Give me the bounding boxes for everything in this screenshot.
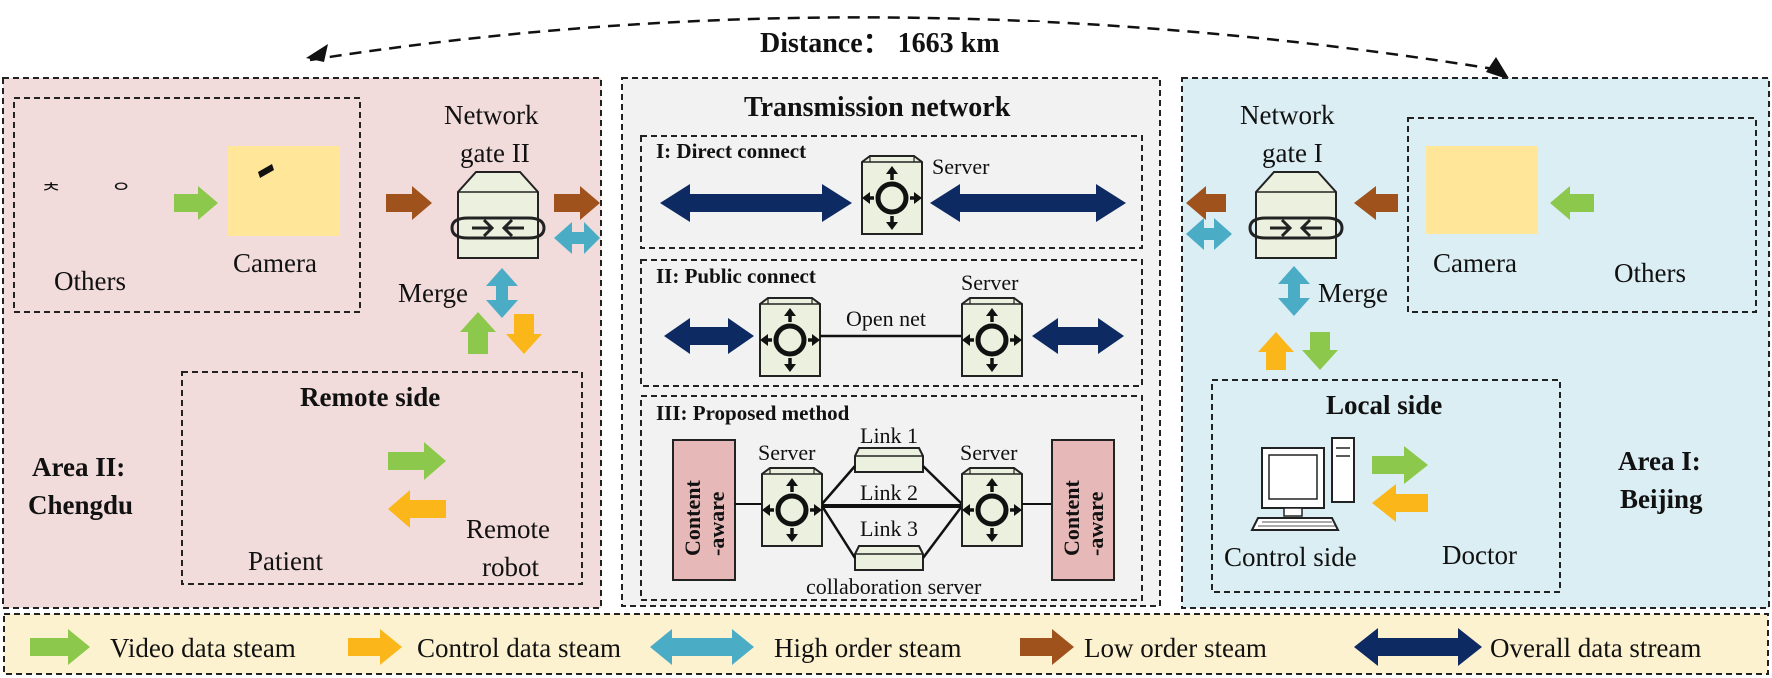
distance-arc [309,16,1501,72]
proposed-server-icon-right [962,468,1022,546]
remote-merge-label: Merge [398,278,468,308]
local-high-order-arrow [1186,218,1232,250]
local-gate-label-2: gate I [1262,138,1323,168]
direct-overall-arrow-left [660,184,852,222]
local-control-arrow-2 [1372,484,1428,522]
distance-arrowhead-left [306,44,328,62]
legend-low-order-arrow [1020,629,1074,665]
remote-camera-label: Camera [233,248,317,278]
local-side-box [1211,379,1561,593]
local-camera-icon [1426,146,1538,234]
remote-area-label-1: Area II: [32,452,125,482]
direct-connect-box [640,135,1143,249]
direct-server-icon [862,156,922,234]
local-low-order-arrow-in [1354,186,1398,220]
content-aware-left [672,439,736,581]
collaboration-server-label: collaboration server [806,574,982,599]
local-others-label: Others [1614,258,1686,288]
remote-low-order-arrow-out [554,186,600,220]
local-merge-arrow [1278,266,1310,316]
legend-control-arrow [348,629,402,665]
local-network-gate-icon [1248,170,1344,260]
proposed-links [820,465,963,559]
distance-label: Distance： 1663 km [760,28,1000,59]
remote-others-label: Others [54,266,126,296]
local-area-label-1: Area I: [1618,446,1701,476]
remote-merge-arrow [486,268,518,318]
proposed-link1-label: Link 1 [860,423,918,448]
remote-area-label-2: Chengdu [28,490,133,520]
local-area-label-2: Beijing [1620,484,1703,514]
local-control-up-arrow [1258,332,1294,370]
legend-video-label: Video data steam [110,633,296,663]
legend-high-order-arrow [650,629,754,665]
remote-gate-label-1: Network [444,100,539,130]
legend-video-arrow [30,629,90,665]
public-connect-title: II: Public connect [656,264,816,288]
remote-camera-mark [258,164,274,178]
link3-server-icon [854,545,924,571]
public-server-icon-right [962,298,1022,376]
public-open-net-label: Open net [846,306,926,331]
remote-side-title: Remote side [300,382,440,412]
remote-gate-label-2: gate II [460,138,530,168]
legend-high-order-label: High order steam [774,633,961,663]
local-control-side-label: Control side [1224,542,1357,572]
proposed-link3-label: Link 3 [860,516,918,541]
legend-overall-arrow [1354,628,1482,666]
remote-patient-label: Patient [248,546,323,576]
legend-overall-label: Overall data stream [1490,633,1701,663]
local-capture-box [1407,117,1757,313]
local-doctor-label: Doctor [1442,540,1517,570]
remote-camera-icon [228,146,340,236]
remote-low-order-arrow-in [386,186,432,220]
proposed-link2-label: Link 2 [860,480,918,505]
distance-arrowhead-right [1486,57,1510,80]
proposed-method-title: III: Proposed method [656,401,850,425]
content-aware-right-line1: Content [1059,480,1084,556]
local-video-arrow-2 [1372,446,1428,484]
content-aware-left-line2: -aware [704,491,729,556]
remote-glyph-2: ᄋ [112,181,130,203]
remote-robot-label-1: Remote [466,514,550,544]
remote-video-arrow-2 [388,442,446,480]
public-overall-arrow-right [1032,318,1124,354]
remote-side-box [181,371,583,585]
local-side-title: Local side [1326,390,1442,420]
proposed-server-left-label: Server [758,440,816,465]
remote-capture-box [13,97,361,313]
proposed-server-icon-left [762,468,822,546]
remote-video-up-arrow [460,312,496,354]
legend-low-order-label: Low order steam [1084,633,1267,663]
remote-robot-label-2: robot [482,552,539,582]
remote-network-gate-icon [450,170,546,260]
local-video-arrow [1550,186,1594,220]
remote-control-arrow-2 [388,490,446,528]
remote-control-down-arrow [506,314,542,354]
direct-connect-title: I: Direct connect [656,139,806,163]
remote-video-arrow [174,186,218,220]
local-video-down-arrow [1302,332,1338,370]
public-overall-arrow-left [664,318,754,354]
legend-control-label: Control data steam [417,633,621,663]
content-aware-right-line2: -aware [1083,491,1108,556]
public-server-label: Server [961,270,1019,295]
content-aware-left-line1: Content [680,480,705,556]
proposed-method-box [640,395,1143,601]
local-gate-label-1: Network [1240,100,1335,130]
public-connect-box [640,259,1143,387]
proposed-server-right-label: Server [960,440,1018,465]
direct-server-label: Server [932,154,990,179]
transmission-title: Transmission network [744,92,1011,123]
link1-server-icon [854,447,924,473]
remote-glyph-1: ᄎ [42,181,60,203]
public-server-icon-left [760,298,820,376]
local-low-order-arrow-out [1186,186,1226,220]
direct-overall-arrow-right [930,184,1126,222]
local-merge-label: Merge [1318,278,1388,308]
remote-high-order-arrow [554,222,600,254]
local-camera-label: Camera [1433,248,1517,278]
content-aware-right [1051,439,1115,581]
